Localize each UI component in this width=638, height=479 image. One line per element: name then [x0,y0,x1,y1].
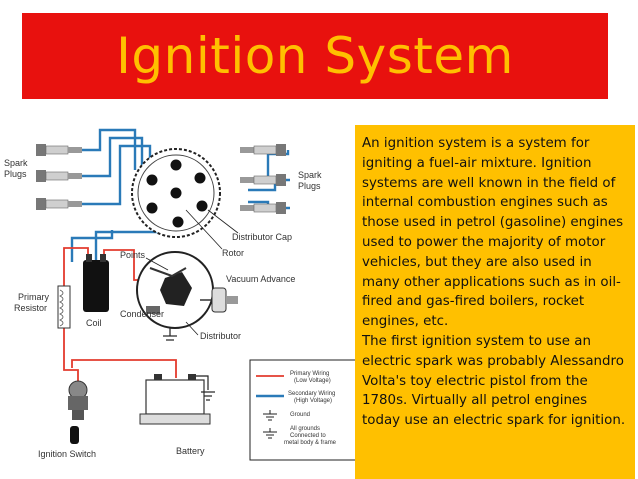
label-spark-plugs-right-1: Spark [298,170,322,180]
label-ignition-switch: Ignition Switch [38,449,96,459]
slide-title: Ignition System [116,27,514,85]
wiring-legend [249,359,357,461]
ignition-coil [83,254,109,312]
label-spark-plugs-right-2: Plugs [298,181,321,191]
ignition-diagram: Spark Plugs Spark Plugs Distributor Cap … [0,110,360,479]
legend-secondary-wiring: Secondary Wiring [288,391,335,397]
legend-all-grounds-1: All grounds [290,426,320,432]
distributor-body [136,251,214,329]
label-points: Points [120,250,146,260]
title-bar: Ignition System [22,13,608,99]
label-condenser: Condenser [120,309,164,319]
legend-primary-wiring: Primary Wiring [290,371,329,377]
battery-ground-icon [201,391,215,401]
label-battery: Battery [176,446,205,456]
spark-plugs-right [240,144,286,214]
distributor-ground-icon [163,328,177,341]
ignition-diagram-svg: Spark Plugs Spark Plugs Distributor Cap … [4,128,357,461]
label-spark-plugs-left-2: Plugs [4,169,27,179]
description-box: An ignition system is a system for ignit… [355,125,635,479]
legend-primary-wiring-sub: (Low Voltage) [294,378,331,384]
vacuum-advance [200,287,238,313]
spark-plugs-left [36,144,82,210]
legend-all-grounds-3: metal body & frame [284,440,337,446]
label-rotor: Rotor [222,248,244,258]
battery [139,374,211,425]
description-paragraph-2: The first ignition system to use an elec… [362,333,626,429]
label-distributor-cap: Distributor Cap [232,232,292,242]
label-primary-resistor-1: Primary [18,292,49,302]
label-distributor: Distributor [200,331,241,341]
primary-resistor [57,285,71,329]
label-coil: Coil [86,318,102,328]
legend-all-grounds-2: Connected to [290,433,326,439]
ignition-switch [68,380,88,444]
legend-secondary-wiring-sub: (High Voltage) [294,398,332,404]
legend-ground: Ground [290,412,310,418]
label-primary-resistor-2: Resistor [14,303,47,313]
label-spark-plugs-left-1: Spark [4,158,28,168]
description-paragraph-1: An ignition system is a system for ignit… [362,136,624,330]
label-vacuum-advance: Vacuum Advance [226,274,295,284]
distributor-cap [131,148,221,238]
